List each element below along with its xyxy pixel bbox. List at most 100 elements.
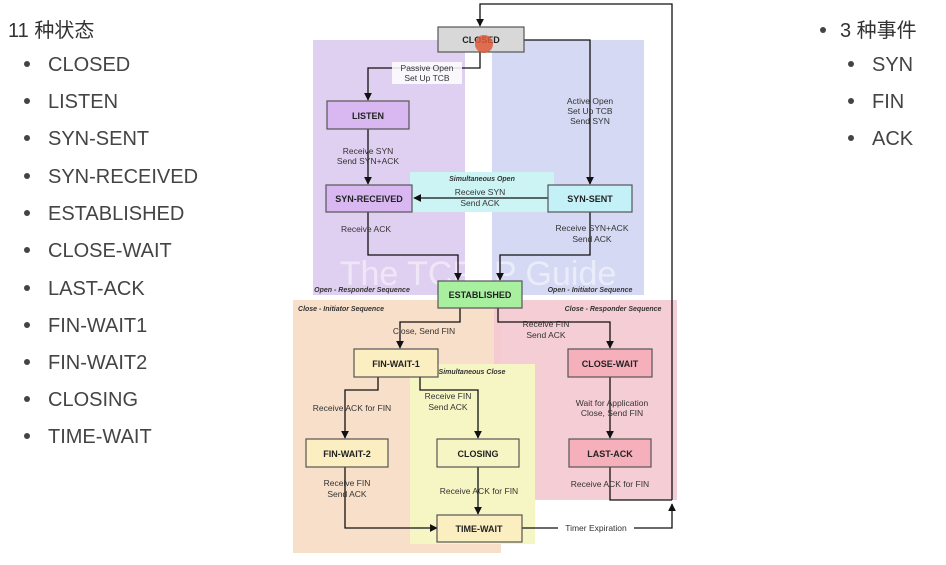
list-item: CLOSED xyxy=(24,54,130,77)
simultaneous-open-region xyxy=(410,172,554,212)
label-fw2-recv-fin: Receive FIN xyxy=(324,478,371,488)
cursor-highlight xyxy=(475,35,493,53)
state-time-wait: TIME-WAIT xyxy=(436,514,523,543)
bullet-icon xyxy=(24,358,30,365)
close-initiator-caption: Close - Initiator Sequence xyxy=(298,306,384,313)
state-listen: LISTEN xyxy=(326,100,410,130)
label-send-ack-open: Send ACK xyxy=(572,234,612,244)
arrow-synsent-established xyxy=(496,212,591,281)
svg-text:FIN-WAIT-2: FIN-WAIT-2 xyxy=(323,449,371,459)
label-active-tcb: Set Up TCB xyxy=(567,106,613,116)
simultaneous-close-caption: Simultaneous Close xyxy=(439,369,506,376)
states-heading: 11 种状态 xyxy=(8,20,95,42)
bullet-icon xyxy=(848,134,854,141)
svg-text:ESTABLISHED: ESTABLISHED xyxy=(449,290,512,300)
state-established: ESTABLISHED xyxy=(437,280,523,309)
label-active-open: Active Open xyxy=(567,96,614,106)
list-item: FIN xyxy=(848,91,904,114)
list-item: LAST-ACK xyxy=(24,278,145,301)
label-sim-send-ack: Send ACK xyxy=(460,198,500,208)
label-recv-syn: Receive SYN xyxy=(343,146,394,156)
label-fw1-recv-ack: Receive ACK for FIN xyxy=(313,403,391,413)
state-syn-sent: SYN-SENT xyxy=(547,184,633,213)
label-fw1-recv-fin: Receive FIN xyxy=(425,391,472,401)
states-panel: 11 种状态 CLOSED LISTEN SYN-SENT SYN-RECEIV… xyxy=(0,0,260,565)
bullet-icon xyxy=(24,321,30,328)
bullet-icon xyxy=(24,432,30,439)
list-item: ESTABLISHED xyxy=(24,203,184,226)
label-recv-ack: Receive ACK xyxy=(341,224,391,234)
label-fw1-send-ack: Send ACK xyxy=(428,402,468,412)
label-send-synack: Send SYN+ACK xyxy=(337,156,399,166)
label-passive-tcb: Set Up TCB xyxy=(404,73,450,83)
list-item: ACK xyxy=(848,128,913,151)
bullet-icon xyxy=(24,395,30,402)
list-item: SYN xyxy=(848,54,913,77)
bullet-icon xyxy=(24,172,30,179)
svg-text:TIME-WAIT: TIME-WAIT xyxy=(456,524,503,534)
svg-text:SYN-SENT: SYN-SENT xyxy=(567,194,613,204)
bullet-icon xyxy=(848,97,854,104)
arrow-finwait2-timewait xyxy=(344,467,438,532)
bullet-icon xyxy=(820,26,826,33)
label-recv-synack: Receive SYN+ACK xyxy=(556,223,629,233)
list-item: TIME-WAIT xyxy=(24,426,152,449)
bullet-icon xyxy=(24,246,30,253)
bullet-icon xyxy=(848,60,854,67)
open-initiator-region xyxy=(492,40,644,295)
label-wait-close-fin: Close, Send FIN xyxy=(581,408,643,418)
label-closing-recv-ack: Receive ACK for FIN xyxy=(440,486,518,496)
arrow-finwait1-finwait2 xyxy=(341,377,379,439)
list-item: FIN-WAIT1 xyxy=(24,315,147,338)
list-item: CLOSING xyxy=(24,389,138,412)
svg-text:CLOSING: CLOSING xyxy=(457,449,498,459)
state-fin-wait-1: FIN-WAIT-1 xyxy=(353,348,439,378)
bullet-icon xyxy=(24,134,30,141)
diagram-svg: The TCP/IP Guide Open - Responder Sequen… xyxy=(293,3,677,553)
list-item: SYN-RECEIVED xyxy=(24,166,198,189)
state-syn-received: SYN-RECEIVED xyxy=(325,184,413,213)
label-recv-fin: Receive FIN xyxy=(523,319,570,329)
bullet-icon xyxy=(24,60,30,67)
label-active-syn: Send SYN xyxy=(570,116,610,126)
state-fin-wait-2: FIN-WAIT-2 xyxy=(305,438,389,468)
events-panel: 3 种事件 SYN FIN ACK xyxy=(812,0,946,200)
events-heading: 3 种事件 xyxy=(820,14,917,43)
label-sim-recv-syn: Receive SYN xyxy=(455,187,506,197)
svg-text:SYN-RECEIVED: SYN-RECEIVED xyxy=(335,194,403,204)
label-lastack-recv-ack: Receive ACK for FIN xyxy=(571,479,649,489)
label-close-send-fin: Close, Send FIN xyxy=(393,326,455,336)
arrow-loop-closed xyxy=(476,3,673,500)
list-item: FIN-WAIT2 xyxy=(24,352,147,375)
list-item: SYN-SENT xyxy=(24,128,149,151)
transition-labels: Passive Open Set Up TCB Active Open Set … xyxy=(313,62,649,534)
open-initiator-caption: Open - Initiator Sequence xyxy=(548,287,633,294)
arrow-synrcvd-established xyxy=(367,212,462,281)
svg-text:LISTEN: LISTEN xyxy=(352,111,384,121)
label-passive-open: Passive Open xyxy=(401,63,454,73)
svg-text:FIN-WAIT-1: FIN-WAIT-1 xyxy=(372,359,420,369)
bullet-icon xyxy=(24,209,30,216)
arrow-established-finwait1 xyxy=(396,308,461,349)
svg-text:LAST-ACK: LAST-ACK xyxy=(587,449,633,459)
svg-text:CLOSE-WAIT: CLOSE-WAIT xyxy=(582,359,639,369)
simultaneous-open-caption: Simultaneous Open xyxy=(449,176,515,183)
label-timer-expiration: Timer Expiration xyxy=(565,523,627,533)
close-responder-caption: Close - Responder Sequence xyxy=(565,306,662,313)
list-item: CLOSE-WAIT xyxy=(24,240,172,263)
state-close-wait: CLOSE-WAIT xyxy=(567,348,653,378)
bullet-icon xyxy=(24,284,30,291)
label-wait-app: Wait for Application xyxy=(576,398,649,408)
state-last-ack: LAST-ACK xyxy=(568,438,652,468)
arrow-established-closewait xyxy=(497,308,614,349)
open-responder-caption: Open - Responder Sequence xyxy=(314,287,410,294)
tcp-state-diagram: The TCP/IP Guide Open - Responder Sequen… xyxy=(280,0,680,565)
label-fw2-send-ack: Send ACK xyxy=(327,489,367,499)
arrow-lastack-loop xyxy=(609,467,672,501)
arrow-finwait1-closing xyxy=(419,377,482,439)
label-send-ack-close: Send ACK xyxy=(526,330,566,340)
state-closing: CLOSING xyxy=(436,438,520,468)
bullet-icon xyxy=(24,97,30,104)
arrow-closed-synsent xyxy=(498,39,594,185)
list-item: LISTEN xyxy=(24,91,118,114)
